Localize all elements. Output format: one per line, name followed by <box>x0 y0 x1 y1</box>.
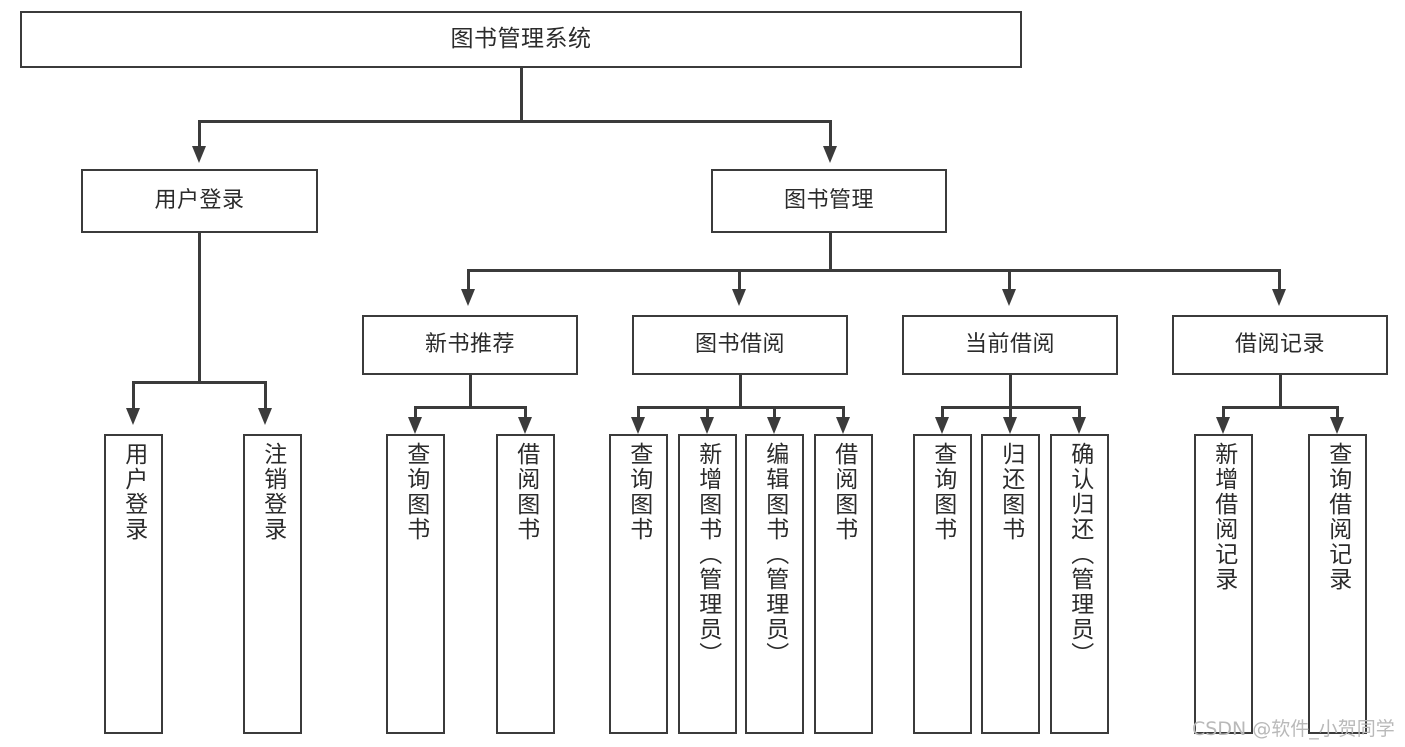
node-label: 图书管理 <box>783 188 874 213</box>
arrowhead-to-cb-leaf-3 <box>1072 417 1086 434</box>
leaf-add-book-admin[interactable]: 新增图书（管理员） <box>678 434 737 734</box>
connector-bb-bus <box>637 406 845 409</box>
leaf-edit-book-admin[interactable]: 编辑图书（管理员） <box>745 434 804 734</box>
arrowhead-to-br-leaf-2 <box>1330 417 1344 434</box>
leaf-label: 查询借阅记录 <box>1324 442 1351 592</box>
arrowhead-to-new-book-recommend <box>461 289 475 306</box>
node-book-borrow[interactable]: 图书借阅 <box>632 315 848 375</box>
connector-cb-drop-3 <box>1078 406 1081 417</box>
leaf-label: 查询图书 <box>402 442 429 542</box>
node-label: 借阅记录 <box>1234 332 1325 357</box>
leaf-label: 编辑图书（管理员） <box>761 442 788 667</box>
leaf-label: 查询图书 <box>625 442 652 542</box>
connector-root-bus <box>198 120 832 123</box>
arrowhead-to-nbr-leaf-1 <box>408 417 422 434</box>
connector-br-drop-2 <box>1336 406 1339 417</box>
connector-bb-drop-4 <box>842 406 845 417</box>
connector-root-stem <box>520 68 523 122</box>
leaf-logout[interactable]: 注销登录 <box>243 434 302 734</box>
leaf-query-book-bb[interactable]: 查询图书 <box>609 434 668 734</box>
connector-bm-drop-4 <box>1278 269 1281 289</box>
arrowhead-to-bb-leaf-3 <box>767 417 781 434</box>
leaf-label: 查询图书 <box>929 442 956 542</box>
arrowhead-to-user-login <box>192 146 206 163</box>
connector-cb-drop-1 <box>941 406 944 417</box>
node-label: 图书管理系统 <box>450 26 592 52</box>
connector-bb-drop-2 <box>706 406 709 417</box>
arrowhead-to-current-borrow <box>1002 289 1016 306</box>
connector-user-login-stem <box>198 233 201 383</box>
connector-user-login-drop-2 <box>264 381 267 408</box>
connector-bm-drop-2 <box>738 269 741 289</box>
arrowhead-to-book-borrow <box>732 289 746 306</box>
arrowhead-to-cb-leaf-2 <box>1003 417 1017 434</box>
connector-nbr-drop-1 <box>414 406 417 417</box>
arrowhead-to-borrow-record <box>1272 289 1286 306</box>
arrowhead-to-user-login-leaf <box>126 408 140 425</box>
node-label: 图书借阅 <box>694 332 785 357</box>
arrowhead-to-logout-leaf <box>258 408 272 425</box>
node-label: 当前借阅 <box>964 332 1055 357</box>
node-new-book-recommend[interactable]: 新书推荐 <box>362 315 578 375</box>
leaf-return-book[interactable]: 归还图书 <box>981 434 1040 734</box>
connector-cb-drop-2 <box>1009 406 1012 417</box>
arrowhead-to-br-leaf-1 <box>1216 417 1230 434</box>
arrowhead-to-bb-leaf-2 <box>700 417 714 434</box>
connector-bb-drop-1 <box>637 406 640 417</box>
connector-user-login-bus <box>132 381 266 384</box>
node-book-management[interactable]: 图书管理 <box>711 169 947 233</box>
leaf-label: 用户登录 <box>120 442 147 542</box>
node-current-borrow[interactable]: 当前借阅 <box>902 315 1118 375</box>
connector-br-drop-1 <box>1222 406 1225 417</box>
leaf-user-login[interactable]: 用户登录 <box>104 434 163 734</box>
leaf-query-book-cb[interactable]: 查询图书 <box>913 434 972 734</box>
arrowhead-to-bb-leaf-4 <box>836 417 850 434</box>
leaf-add-borrow-record[interactable]: 新增借阅记录 <box>1194 434 1253 734</box>
leaf-label: 借阅图书 <box>512 442 539 542</box>
leaf-borrow-book-nbr[interactable]: 借阅图书 <box>496 434 555 734</box>
connector-nbr-stem <box>469 375 472 408</box>
node-borrow-record[interactable]: 借阅记录 <box>1172 315 1388 375</box>
arrowhead-to-cb-leaf-1 <box>935 417 949 434</box>
node-user-login[interactable]: 用户登录 <box>81 169 318 233</box>
leaf-label: 新增图书（管理员） <box>694 442 721 667</box>
connector-bb-drop-3 <box>773 406 776 417</box>
leaf-confirm-return-admin[interactable]: 确认归还（管理员） <box>1050 434 1109 734</box>
arrowhead-to-book-management <box>823 146 837 163</box>
connector-bm-drop-3 <box>1008 269 1011 289</box>
leaf-label: 确认归还（管理员） <box>1066 442 1093 667</box>
node-label: 用户登录 <box>154 188 245 213</box>
connector-book-management-bus <box>467 269 1281 272</box>
arrowhead-to-bb-leaf-1 <box>631 417 645 434</box>
connector-root-drop-1 <box>198 120 201 146</box>
leaf-borrow-book-bb[interactable]: 借阅图书 <box>814 434 873 734</box>
connector-bb-stem <box>739 375 742 408</box>
connector-book-management-stem <box>829 233 832 271</box>
connector-br-stem <box>1279 375 1282 408</box>
connector-nbr-drop-2 <box>524 406 527 417</box>
leaf-query-book-nbr[interactable]: 查询图书 <box>386 434 445 734</box>
connector-bm-drop-1 <box>467 269 470 289</box>
leaf-query-borrow-record[interactable]: 查询借阅记录 <box>1308 434 1367 734</box>
node-label: 新书推荐 <box>424 332 515 357</box>
connector-nbr-bus <box>414 406 526 409</box>
connector-cb-stem <box>1009 375 1012 408</box>
leaf-label: 归还图书 <box>997 442 1024 542</box>
connector-user-login-drop-1 <box>132 381 135 408</box>
arrowhead-to-nbr-leaf-2 <box>518 417 532 434</box>
leaf-label: 注销登录 <box>259 442 286 542</box>
csdn-watermark: CSDN @软件_小贺同学 <box>1192 718 1395 740</box>
connector-root-drop-2 <box>829 120 832 146</box>
node-book-management-system[interactable]: 图书管理系统 <box>20 11 1022 68</box>
connector-br-bus <box>1222 406 1338 409</box>
leaf-label: 借阅图书 <box>830 442 857 542</box>
leaf-label: 新增借阅记录 <box>1210 442 1237 592</box>
